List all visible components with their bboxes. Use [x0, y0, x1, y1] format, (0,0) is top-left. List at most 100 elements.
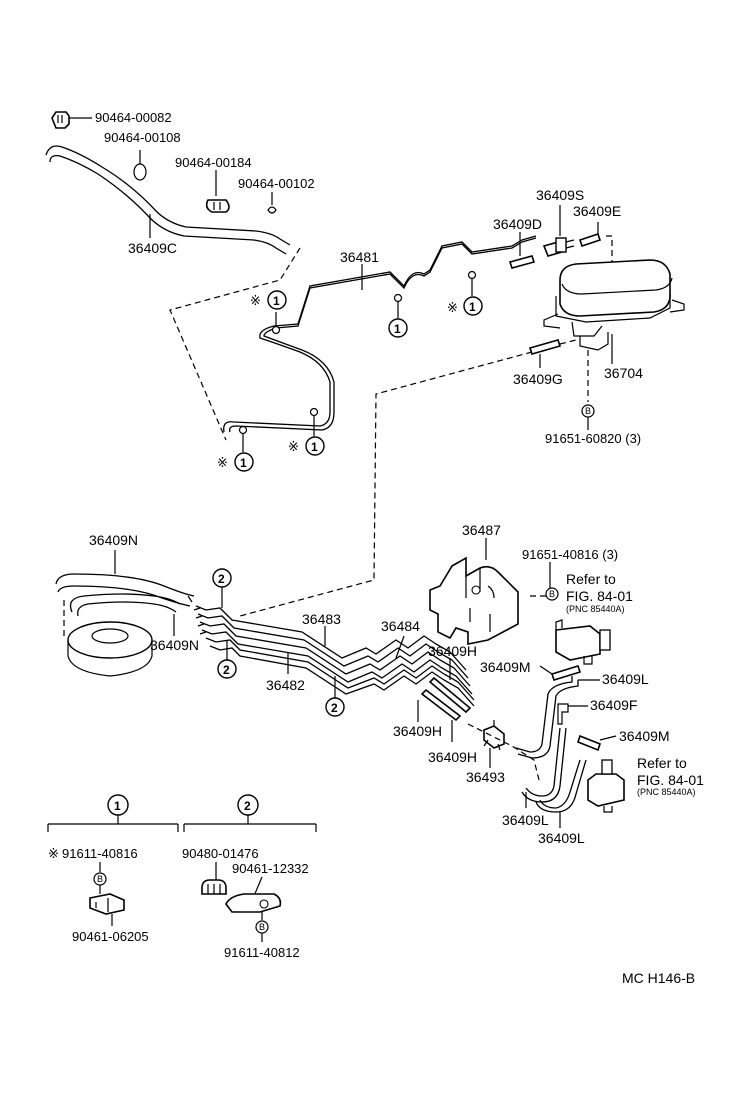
- svg-text:B: B: [259, 922, 265, 932]
- label-90461-06205: 90461-06205: [72, 929, 149, 944]
- label-36409N-upper: 36409N: [89, 532, 138, 548]
- circled-b-icon: [545, 587, 559, 601]
- label-36409L-b: 36409L: [502, 812, 549, 828]
- label-36409C: 36409C: [128, 240, 177, 256]
- svg-text:1: 1: [394, 322, 401, 336]
- hose-36409M-b: [577, 734, 601, 752]
- fuel-tank-sender: [67, 621, 153, 677]
- fuel-line-bundle: [193, 605, 475, 707]
- marker-star-1-c: ※ 1: [447, 296, 483, 316]
- svg-text:B: B: [585, 406, 591, 416]
- label-90461-12332: 90461-12332: [232, 861, 309, 876]
- label-36409L-c: 36409L: [538, 830, 585, 846]
- marker-2-c: 2: [325, 697, 345, 717]
- label-refer-to-2: Refer to: [637, 755, 687, 771]
- circled-number-icon: [267, 290, 287, 310]
- svg-text:※: ※: [447, 300, 458, 315]
- hose-36409H-b: [420, 688, 462, 722]
- label-refer-to-1: Refer to: [566, 571, 616, 587]
- hose-36409C: [45, 145, 291, 255]
- label-36481: 36481: [340, 249, 379, 265]
- label-36409N-lower: 36409N: [150, 637, 199, 653]
- label-91611-40816: 91611-40816: [62, 846, 138, 861]
- label-pnc-1: (PNC 85440A): [566, 604, 625, 614]
- label-36409F: 36409F: [590, 697, 637, 713]
- marker-star-1-e: ※ 1: [217, 452, 254, 472]
- label-90480-01476: 90480-01476: [182, 846, 259, 861]
- hose-36409L-bc: [521, 727, 587, 813]
- clip-marker-group: [238, 270, 477, 452]
- svg-text:※: ※: [48, 846, 59, 861]
- label-36483: 36483: [302, 611, 341, 627]
- circled-number-icon: [234, 452, 254, 472]
- label-91651-40816: 91651-40816 (3): [522, 547, 618, 562]
- bolt-b-marker-1: B: [581, 404, 595, 418]
- label-pnc-2: (PNC 85440A): [637, 787, 696, 797]
- svg-text:1: 1: [469, 300, 476, 314]
- hose-36409D: [508, 255, 536, 269]
- hose-36409M-a: [550, 665, 582, 681]
- hose-36409L-a: [515, 676, 579, 759]
- label-36482: 36482: [266, 677, 305, 693]
- label-36409G: 36409G: [513, 371, 563, 387]
- label-36493: 36493: [466, 769, 505, 785]
- label-90464-00082: 90464-00082: [95, 110, 172, 125]
- circled-number-icon: [463, 296, 483, 316]
- hose-36409E: [578, 232, 602, 248]
- clamp-90464-00082: [51, 111, 70, 129]
- label-36704: 36704: [604, 365, 643, 381]
- label-90464-00108: 90464-00108: [104, 130, 181, 145]
- svg-text:B: B: [549, 589, 555, 599]
- hose-36409H-a: [428, 676, 472, 714]
- circled-number-icon: [305, 436, 325, 456]
- label-fig-84-01-2: FIG. 84-01: [637, 772, 704, 788]
- svg-text:※: ※: [288, 439, 299, 454]
- svg-text:2: 2: [331, 701, 338, 715]
- svg-text:※: ※: [250, 293, 261, 308]
- marker-star-1-d: ※ 1: [288, 436, 325, 456]
- label-91611-40812: 91611-40812: [224, 945, 300, 960]
- label-36409S: 36409S: [536, 187, 584, 203]
- svg-text:2: 2: [218, 572, 225, 586]
- legend-group-1: 1 ※ 91611-40816 B 90461-06205: [47, 794, 179, 944]
- label-36409L-a: 36409L: [602, 671, 649, 687]
- label-91651-60820: 91651-60820 (3): [545, 431, 641, 446]
- label-fig-84-01-1: FIG. 84-01: [566, 588, 633, 604]
- diagram-code: MC H146-B: [622, 970, 695, 986]
- label-90464-00184: 90464-00184: [175, 155, 252, 170]
- svg-text:1: 1: [114, 799, 121, 813]
- svg-text:1: 1: [311, 440, 318, 454]
- bolt-b-marker-2: B: [545, 587, 559, 601]
- label-36409E: 36409E: [573, 203, 621, 219]
- label-36484: 36484: [381, 618, 420, 634]
- label-36487: 36487: [462, 522, 501, 538]
- svg-text:1: 1: [273, 294, 280, 308]
- svg-text:2: 2: [223, 663, 230, 677]
- svg-text:1: 1: [240, 456, 247, 470]
- clamp-90464-00184: [205, 199, 230, 213]
- label-90464-00102: 90464-00102: [238, 176, 315, 191]
- clamp-90464-00108: [133, 158, 147, 181]
- svg-text:※: ※: [217, 455, 228, 470]
- fuel-line-36481: [223, 235, 537, 433]
- canister-36704: [543, 259, 685, 351]
- marker-2-b: 2: [217, 659, 237, 679]
- label-36409M-b: 36409M: [619, 728, 670, 744]
- label-36409M-a: 36409M: [480, 659, 531, 675]
- clamp-90464-00102: [267, 206, 277, 214]
- label-36409H-a: 36409H: [428, 643, 477, 659]
- circled-number-icon: [388, 318, 408, 338]
- label-36409H-b: 36409H: [393, 723, 442, 739]
- marker-2-a: 2: [212, 568, 232, 588]
- marker-1-b: 1: [388, 318, 408, 338]
- vacuum-switching-valve-upper: [555, 619, 611, 665]
- legend-group-2: 2 90480-01476 90461-12332 B 91611-40812: [182, 794, 317, 960]
- hose-36409G: [528, 339, 562, 355]
- label-36409D: 36409D: [493, 216, 542, 232]
- svg-text:B: B: [97, 874, 103, 884]
- valve-36409S: [542, 237, 575, 257]
- bracket-36487: [429, 556, 519, 645]
- svg-text:2: 2: [244, 799, 251, 813]
- vacuum-switching-valve-lower: [587, 759, 625, 813]
